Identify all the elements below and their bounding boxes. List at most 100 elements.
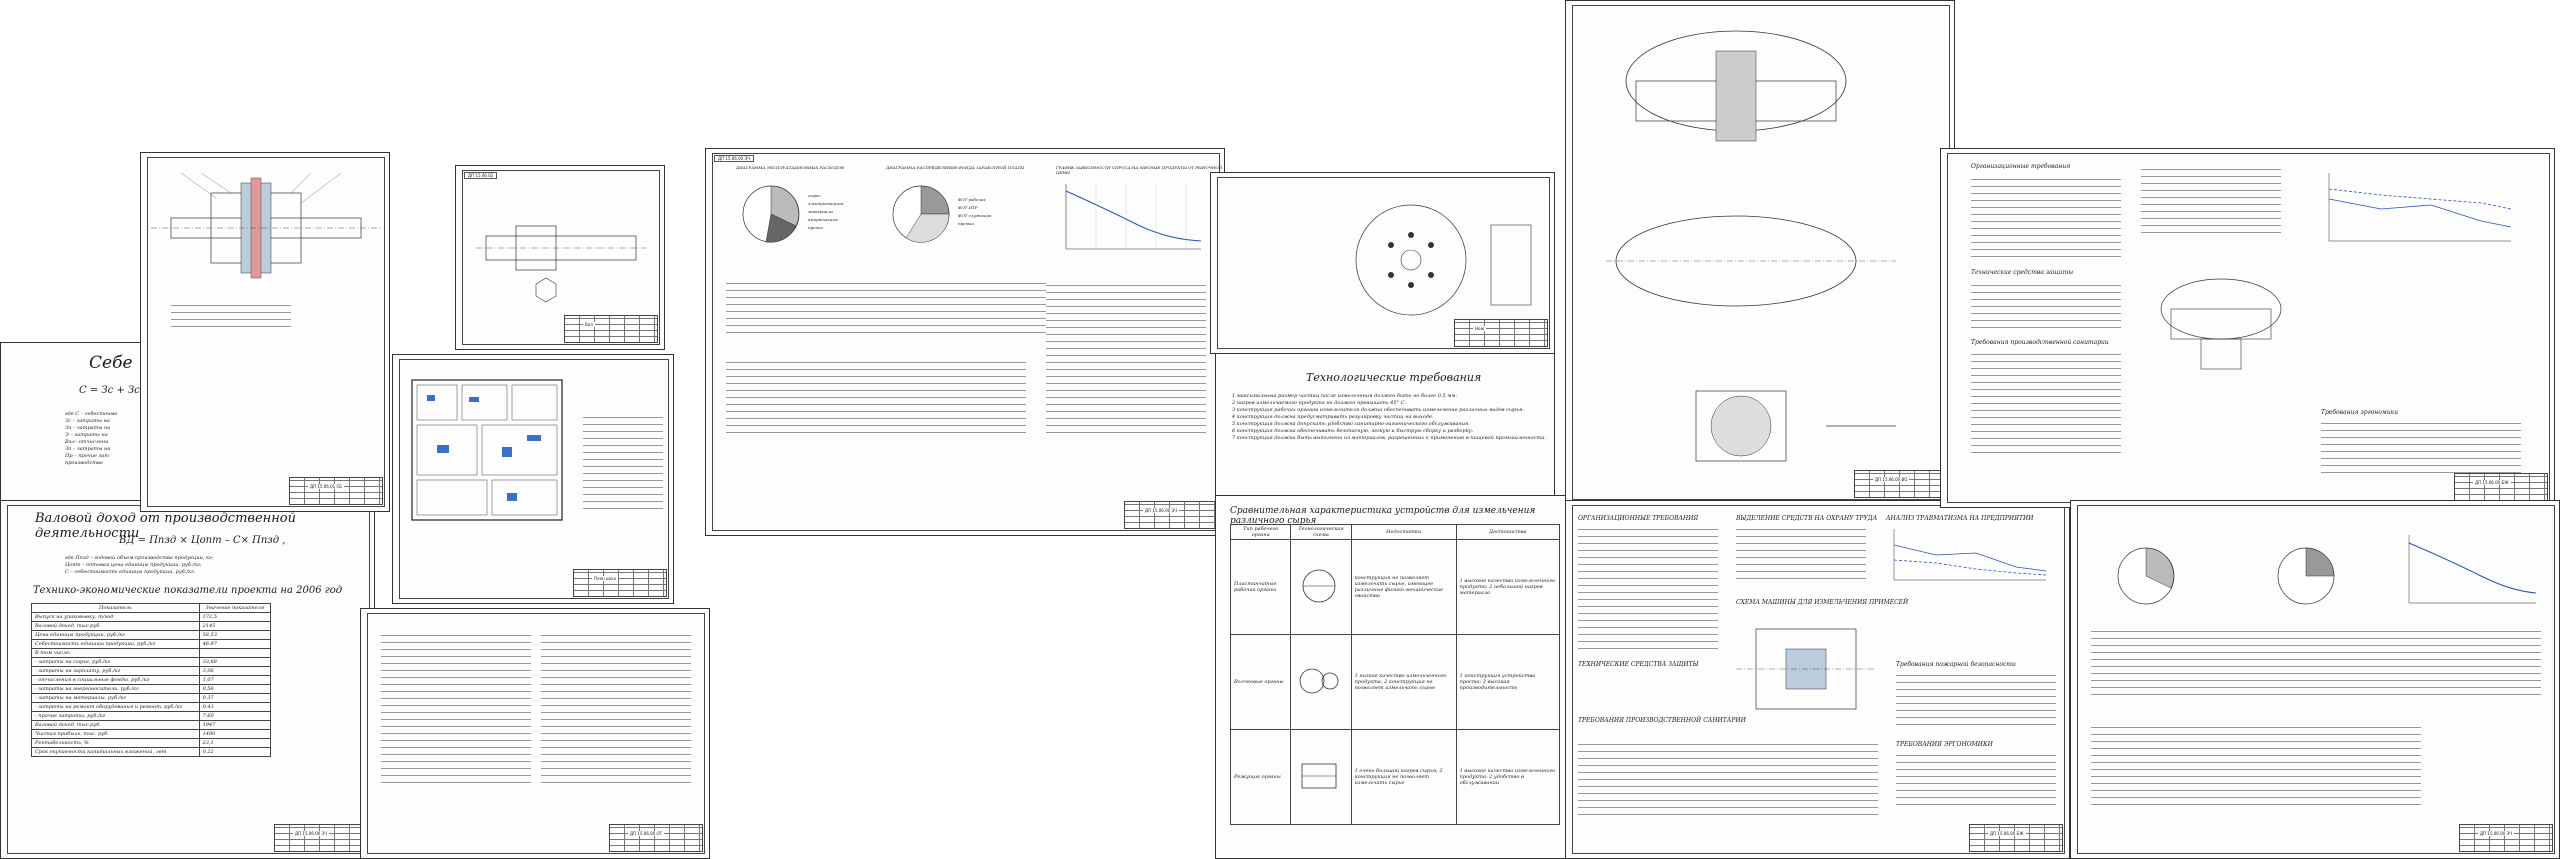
table-row: Валовой доход, тыс.руб.2145 [31,621,272,631]
pie-chart-2: ФОТ рабочих ФОТ ИТР ФОТ служащих премии [892,185,992,243]
demand-line-chart [1065,184,1202,250]
right-title-4: Требования эргономики [2321,409,2399,416]
injury-title: АНАЛИЗ ТРАВМАТИЗМА НА ПРЕДПРИЯТИИ [1886,515,2034,522]
ops-columns-2 [541,629,691,789]
title-block: План цеха [573,569,667,597]
injury-chart [1893,529,2047,581]
svg-text:премии: премии [958,221,974,226]
right-title-2: Технические средства защиты [1971,269,2074,276]
svg-text:сырье: сырье [808,193,821,198]
spec-notes [171,303,291,333]
svg-text:ФОТ служащих: ФОТ служащих [958,213,992,218]
right-table [2141,169,2281,239]
tech-requirements-title: Технологические требования [1306,371,1482,384]
economics-sheet: Валовой доход от производственной деятел… [0,500,375,859]
sheet-title: Себе [89,353,133,373]
shaft-detail-sheet: ДП 15.06.02 Вал [455,165,665,350]
copy-table [2091,721,2421,811]
table-row: Себестоимость единицы продукции, руб./кг… [31,639,272,649]
svg-text:прочие: прочие [808,225,824,230]
table-row: Срок окупаемости капитальных вложений, л… [31,747,272,757]
knife-drawing-sheet: Нож [1210,172,1555,354]
economics-results [1046,279,1206,439]
sanitary-title: ТРЕБОВАНИЯ ПРОИЗВОДСТВЕННОЙ САНИТАРИИ [1578,717,1746,724]
machine-general-view [1606,30,1896,462]
scheme-title: СХЕМА МАШИНЫ ДЛЯ ИЗМЕЛЬЧЕНИЯ ПРИМЕСЕЙ [1736,599,1909,606]
safety-text [1896,671,2056,731]
svg-text:материалы: материалы [808,209,833,214]
svg-text:ФОТ рабочих: ФОТ рабочих [958,197,986,202]
right-title-3: Требования производственной санитарии [1971,339,2109,346]
machine-scheme [1736,628,1876,710]
svg-text:амортизация: амортизация [808,217,838,222]
title-block: ДП 15.06.00 ЭЧ [2459,824,2553,852]
cutter-scheme-icon [1301,763,1337,789]
right-line-chart [2328,173,2512,242]
shaft-detail-drawing [476,225,646,303]
gross-income-where: где Ппзд – годовой объем производства пр… [65,555,214,575]
right-text-4 [2321,419,2521,479]
copy-text [2091,631,2541,701]
bottom-table [1578,741,1878,821]
comparison-sheet: Сравнительная характеристика устройств д… [1215,495,1570,859]
grinder-scheme-icon [1299,668,1339,694]
org-requirements-title: ОРГАНИЗАЦИОННЫЕ ТРЕБОВАНИЯ [1578,515,1699,522]
pie-title-2: ДИАГРАММА РАСПРЕДЕЛЕНИЯ ФОНДА ЗАРАБОТНОЙ… [886,165,1025,170]
knife-drawing [1355,204,1532,316]
tech-econ-title: Технико-экономические показатели проекта… [33,585,343,596]
pie-chart-1: сырье электроэнергия материалы амортизац… [742,185,844,243]
plant-layout-sheet: План цеха [392,354,674,604]
title-block: ДП 15.06.00 ЭЧ [1124,501,1218,529]
right-text-1 [1971,173,2121,263]
safety-sheet: ОРГАНИЗАЦИОННЫЕ ТРЕБОВАНИЯ ВЫДЕЛЕНИЕ СРЕ… [1565,500,2070,859]
safety-title: Требования пожарной безопасности [1896,661,2016,668]
floor-plan [411,379,563,521]
table-row: Рентабельность, %23,1 [31,738,272,748]
cost-formula: С = Зс + Зсоц [79,385,153,396]
comparison-table: Тип рабочего органа Технологическая схем… [1229,524,1561,825]
charts-sheet: ДП 15.06.00 ЭЧ ДИАГРАММА ЭКСПЛУАТАЦИОННЫ… [705,148,1225,536]
pie-chart-copy-2 [2277,547,2335,605]
svg-text:ФОТ ИТР: ФОТ ИТР [958,205,978,210]
tech-means-title: ТЕХНИЧЕСКИЕ СРЕДСТВА ЗАЩИТЫ [1578,661,1699,668]
ergonomics-text [1896,751,2056,811]
table-row: Чистая прибыль, тыс. руб.1480 [31,729,272,739]
pie-chart-copy-1 [2117,547,2175,605]
line-title: ГРАФИК ЗАВИСИМОСТИ СПРОСА НА МЯСНЫЕ ПРОД… [1056,165,1223,175]
right-text-3 [1971,349,2121,459]
title-block: ДП 15.06.00 ВО [1854,470,1948,498]
right-machine-drawing [2160,278,2282,370]
machine-view-sheet: ДП 15.06.00 ВО [1565,0,1955,505]
gross-income-title: Валовой доход от производственной деятел… [35,511,296,541]
line-chart-copy [2408,535,2537,604]
fund-table [1736,525,1866,585]
assembly-drawing-sheet: ДП 15.06.01 СБ [140,152,390,512]
pie-title-1: ДИАГРАММА ЭКСПЛУАТАЦИОННЫХ РАСХОДОВ [736,165,844,170]
right-title-1: Организационные требования [1971,163,2071,170]
fund-title: ВЫДЕЛЕНИЕ СРЕДСТВ НА ОХРАНУ ТРУДА [1736,515,1878,522]
economics-copy-sheet: ДП 15.06.00 ЭЧ [2070,500,2560,859]
ergonomics-title: ТРЕБОВАНИЯ ЭРГОНОМИКИ [1896,741,1993,748]
tech-requirements-list: 1 максимальный размер частиц после измел… [1232,393,1546,441]
title-block: ДП 15.06.01 СБ [289,477,383,505]
table-row: - затраты на ремонт оборудования и ремон… [31,702,272,712]
org-requirements-text [1578,525,1718,655]
title-block: Нож [1454,319,1548,347]
gross-income-formula: ВД = Ппзд × Цопт – С× Ппзд , [119,535,286,546]
right-text-2 [1971,279,2121,334]
right-requirements-sheet: Организационные требования Технические с… [1940,148,2555,508]
title-block: ДП 15.06.00 ОТ [609,824,703,852]
ops-columns [381,629,531,789]
title-block: ДП 15.06.00 ЭЧ [274,824,368,852]
table-row: В том числе: [31,648,272,658]
title-block: Вал [564,315,658,343]
tech-requirements-sheet: Технологические требования 1 максимальны… [1215,352,1555,500]
table-row: Валовой доход, тыс.руб.1947 [31,720,272,730]
svg-text:электроэнергия: электроэнергия [808,201,844,206]
